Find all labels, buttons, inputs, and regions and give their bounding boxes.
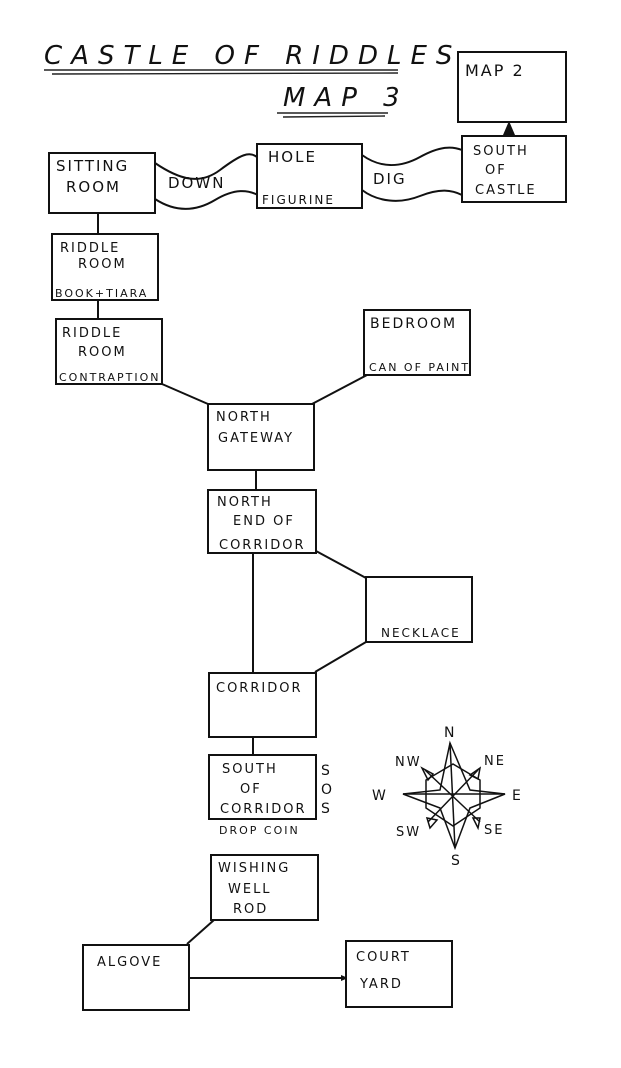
room-name: SOUTH bbox=[222, 762, 278, 777]
room-name: CORRIDOR bbox=[220, 802, 306, 817]
room-name: YARD bbox=[359, 977, 403, 992]
room-name: ROOM bbox=[66, 178, 121, 196]
room-name: ROOM bbox=[78, 257, 127, 272]
room-court-yard[interactable]: COURT YARD bbox=[345, 940, 453, 1008]
compass-w: W bbox=[372, 788, 388, 804]
room-name: SOUTH bbox=[473, 144, 529, 159]
connector bbox=[186, 919, 215, 945]
room-south-of-castle[interactable]: SOUTH OF CASTLE bbox=[461, 135, 567, 203]
room-north-gateway[interactable]: NORTH GATEWAY bbox=[207, 403, 315, 471]
compass-rose: N NE E SE S SW W NW bbox=[372, 725, 523, 869]
passage-edge bbox=[361, 189, 463, 202]
room-alcove[interactable]: ALGOVE bbox=[82, 944, 190, 1011]
room-name: WELL bbox=[228, 882, 272, 897]
room-name: CORRIDOR bbox=[216, 681, 302, 696]
sos-note: O bbox=[321, 782, 334, 798]
room-item: FIGURINE bbox=[262, 193, 335, 207]
link-to-map2 bbox=[503, 121, 515, 135]
room-action: DROP COIN bbox=[219, 824, 300, 837]
connector bbox=[311, 374, 368, 405]
compass-sw: SW bbox=[396, 825, 421, 840]
room-necklace[interactable]: NECKLACE bbox=[365, 576, 473, 643]
room-name: OF bbox=[485, 163, 507, 178]
room-name: BEDROOM bbox=[370, 316, 457, 332]
room-hole[interactable]: HOLE FIGURINE bbox=[256, 143, 363, 209]
compass-n: N bbox=[444, 725, 456, 741]
compass-e: E bbox=[512, 788, 523, 804]
sos-note: S bbox=[321, 801, 332, 817]
room-item: BOOK+TIARA bbox=[55, 287, 148, 300]
room-item: ROD bbox=[233, 902, 268, 917]
compass-nw: NW bbox=[395, 755, 422, 770]
passage-label-down: DOWN bbox=[168, 174, 225, 192]
room-name: OF bbox=[240, 782, 262, 797]
room-name: COURT bbox=[356, 950, 411, 965]
room-south-of-corridor[interactable]: SOUTH OF CORRIDOR S O S DROP COIN bbox=[208, 754, 334, 837]
passage-down: DOWN bbox=[154, 153, 259, 210]
room-name: RIDDLE bbox=[60, 241, 120, 256]
arrow-right-icon bbox=[341, 975, 348, 981]
room-name: CASTLE bbox=[475, 183, 537, 198]
room-name: HOLE bbox=[268, 148, 317, 166]
passage-edge bbox=[361, 146, 463, 166]
title-main: CASTLE OF RIDDLES bbox=[44, 41, 461, 71]
compass-se: SE bbox=[484, 823, 504, 838]
title-sub: MAP 3 bbox=[283, 83, 409, 113]
room-name: END OF bbox=[233, 514, 295, 529]
room-map2[interactable]: MAP 2 bbox=[457, 51, 567, 123]
room-name: ROOM bbox=[78, 345, 127, 360]
room-item: NECKLACE bbox=[381, 626, 461, 640]
passage-edge bbox=[154, 153, 259, 180]
passage-dig: DIG bbox=[361, 146, 463, 202]
subtitle-underline bbox=[282, 115, 386, 118]
room-name: ALGOVE bbox=[97, 955, 162, 970]
room-name: NORTH bbox=[216, 410, 272, 425]
room-north-end-of-corridor[interactable]: NORTH END OF CORRIDOR bbox=[207, 489, 317, 554]
room-name: GATEWAY bbox=[218, 431, 294, 446]
connector bbox=[315, 550, 367, 579]
room-riddle-room-2[interactable]: RIDDLE ROOM CONTRAPTION bbox=[55, 318, 163, 385]
title-underline bbox=[51, 72, 399, 75]
room-name: MAP 2 bbox=[465, 61, 525, 80]
room-bedroom[interactable]: BEDROOM CAN OF PAINT bbox=[363, 309, 471, 376]
room-item: CAN OF PAINT bbox=[369, 361, 470, 374]
passage-edge bbox=[154, 190, 259, 210]
room-name: NORTH bbox=[217, 495, 273, 510]
connectors bbox=[97, 213, 368, 981]
room-wishing-well[interactable]: WISHING WELL ROD bbox=[210, 854, 319, 921]
arrow-up-icon bbox=[503, 121, 515, 135]
connector bbox=[161, 383, 209, 405]
sos-note: S bbox=[321, 763, 332, 779]
room-sitting-room[interactable]: SITTING ROOM bbox=[48, 152, 156, 214]
room-corridor[interactable]: CORRIDOR bbox=[208, 672, 317, 738]
compass-ne: NE bbox=[484, 754, 506, 769]
connector bbox=[314, 641, 367, 673]
passage-label-dig: DIG bbox=[373, 170, 407, 188]
room-riddle-room-1[interactable]: RIDDLE ROOM BOOK+TIARA bbox=[51, 233, 159, 301]
room-name: WISHING bbox=[218, 861, 290, 876]
room-name: CORRIDOR bbox=[219, 538, 305, 553]
room-name: SITTING bbox=[56, 157, 129, 175]
compass-s: S bbox=[451, 853, 462, 869]
compass-icon bbox=[402, 740, 506, 851]
map-title: CASTLE OF RIDDLES MAP 3 bbox=[44, 41, 461, 118]
room-item: CONTRAPTION bbox=[59, 371, 161, 384]
room-name: RIDDLE bbox=[62, 326, 122, 341]
